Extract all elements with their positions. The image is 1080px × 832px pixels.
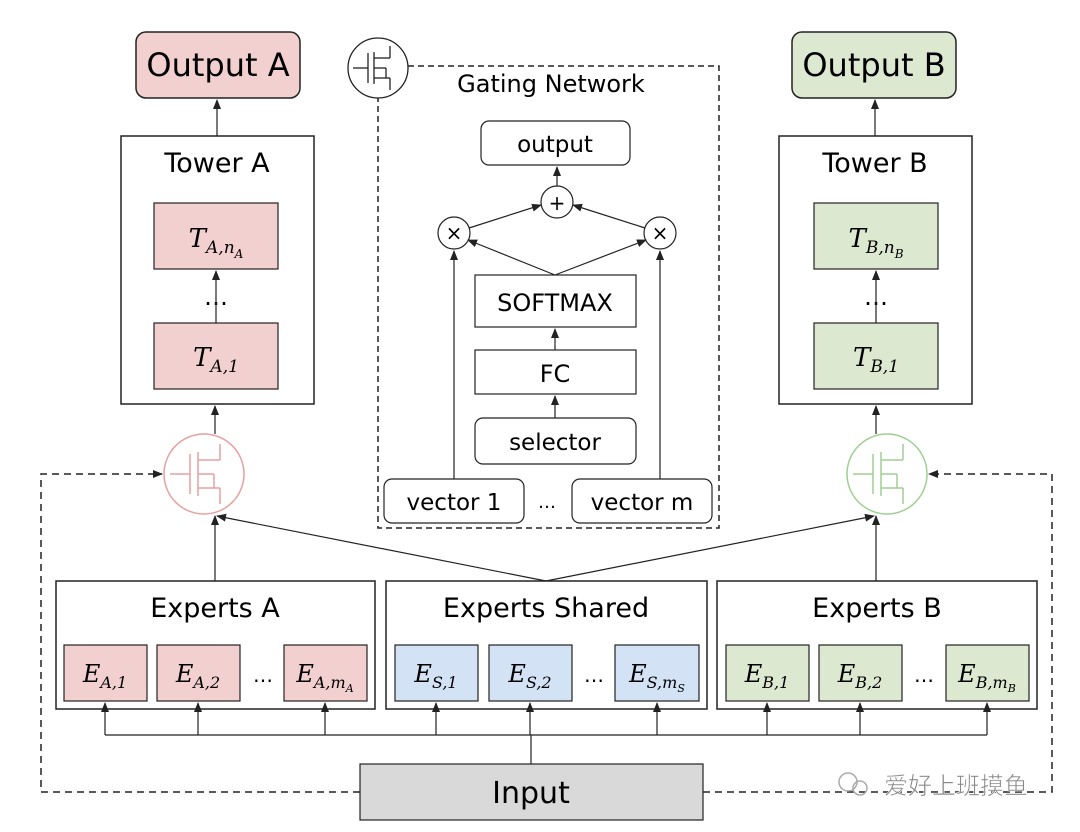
output-a-label: Output A (146, 46, 289, 84)
input-to-gate-b-dashed (703, 470, 1053, 793)
input-label: Input (492, 776, 570, 811)
fc-label: FC (540, 360, 571, 388)
expert-s-2-label: ES,2 (507, 660, 551, 692)
gating-network-icon (347, 37, 409, 99)
gating-network-panel: Gating Network output + × × SOFTMAX FC s… (347, 37, 720, 529)
multiply-right-node (643, 216, 677, 250)
tower-a-top-layer (153, 202, 279, 270)
expert-s-1 (394, 644, 479, 702)
tower-b-top-label: TB,nB (848, 224, 903, 261)
softmax-to-mult-right-arrow (554, 239, 647, 276)
expert-s-1-label: ES,1 (413, 660, 457, 692)
gating-network-title: Gating Network (457, 70, 645, 98)
vector-m-node (571, 478, 713, 524)
wechat-icon (838, 772, 858, 792)
input-to-expert-arrows (101, 702, 991, 735)
expert-a-2-label: EA,2 (175, 660, 220, 692)
tower-a-bottom-layer (153, 322, 279, 390)
expert-a-m-label: EA,mA (295, 660, 353, 695)
selector-label: selector (509, 430, 601, 456)
plus-symbol: + (549, 191, 566, 215)
experts-shared-dots: … (584, 663, 604, 687)
softmax-to-mult-left-arrow (467, 239, 556, 276)
experts-shared-title: Experts Shared (443, 593, 649, 624)
tower-a-top-label: TA,nA (189, 224, 244, 261)
watermark: 爱好上班摸鱼 (838, 772, 1028, 800)
input-node: Input (359, 763, 704, 821)
experts-shared-group: Experts Shared ES,1 ES,2 … ES,mS (385, 580, 708, 710)
expert-s-2 (488, 644, 573, 702)
experts-a-title: Experts A (150, 593, 280, 624)
experts-a-dots: … (253, 663, 273, 687)
fc-node (474, 349, 637, 395)
multiply-right-symbol: × (652, 221, 669, 245)
experts-b-title: Experts B (812, 593, 942, 624)
multiply-left-node (437, 216, 471, 250)
output-a-node: Output A (135, 31, 301, 99)
mult-right-to-plus-arrow (572, 203, 646, 229)
expert-a-m (283, 644, 368, 702)
expert-a-2 (156, 644, 241, 702)
tower-b-bottom-label: TB,1 (853, 343, 899, 377)
shared-to-gate-a-arrow (216, 513, 547, 582)
tower-a: Tower A TA,nA … TA,1 (120, 135, 315, 405)
gating-output-node (480, 120, 631, 166)
tower-b-title: Tower B (821, 148, 927, 179)
expert-b-m-label: EB,mB (957, 660, 1016, 695)
output-b-label: Output B (802, 46, 945, 84)
vector-m-label: vector m (591, 490, 694, 516)
output-b-node: Output B (791, 31, 957, 99)
experts-a-group: Experts A EA,1 EA,2 … EA,mA (55, 580, 376, 710)
gate-a-icon (163, 433, 245, 515)
mult-left-to-plus-arrow (468, 203, 542, 229)
expert-b-1-label: EB,1 (744, 660, 790, 692)
vector-dots: … (538, 492, 556, 513)
watermark-text: 爱好上班摸鱼 (884, 772, 1028, 800)
expert-b-1 (725, 644, 810, 702)
expert-s-m (614, 644, 700, 702)
expert-b-m (945, 644, 1030, 702)
expert-b-2 (818, 644, 903, 702)
experts-b-dots: … (914, 663, 934, 687)
tower-b: Tower B TB,nB … TB,1 (778, 135, 973, 405)
gate-b-icon (846, 433, 928, 515)
expert-b-2-label: EB,2 (837, 660, 883, 692)
experts-b-group: Experts B EB,1 EB,2 … EB,mB (716, 580, 1038, 710)
softmax-label: SOFTMAX (497, 289, 613, 317)
input-bus (105, 734, 987, 764)
gating-output-label: output (517, 132, 593, 158)
tower-b-top-layer (813, 202, 939, 270)
tower-b-bottom-layer (813, 322, 939, 390)
vector-1-label: vector 1 (407, 490, 502, 516)
expert-a-1-label: EA,1 (82, 660, 127, 692)
shared-to-gate-b-arrow (545, 513, 875, 582)
input-to-gate-a-dashed (40, 470, 360, 793)
tower-a-bottom-label: TA,1 (193, 343, 239, 377)
tower-a-title: Tower A (163, 148, 270, 179)
expert-s-m-label: ES,mS (628, 660, 685, 695)
expert-a-1 (63, 644, 148, 702)
multiply-left-symbol: × (446, 221, 463, 245)
